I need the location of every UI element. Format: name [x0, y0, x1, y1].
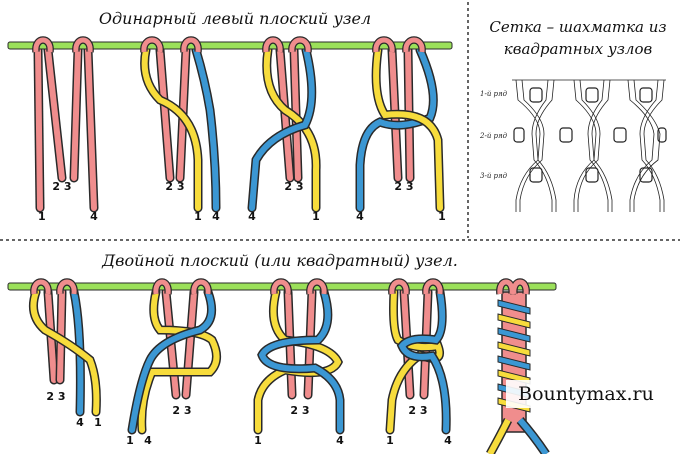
top-rod: [7, 36, 453, 53]
top-stage-3: [247, 45, 321, 213]
number-label: 2 3: [172, 404, 191, 417]
number-label: 1: [254, 434, 262, 447]
row-label-3: 3-й ряд: [480, 172, 508, 180]
number-label: 2 3: [52, 180, 71, 193]
number-label: 4: [248, 210, 256, 223]
top-numbers: 1 2 3 4 1 2 3 4 4 2 3 1 4 2 3 1: [38, 180, 446, 223]
top-stage-1: [33, 45, 99, 213]
number-label: 4: [444, 434, 452, 447]
number-label: 1: [312, 210, 320, 223]
bottom-rod: [7, 278, 557, 295]
title-net-line-2: квадратных узлов: [504, 40, 653, 58]
title-double-knot: Двойной плоский (или квадратный) узел.: [101, 251, 458, 270]
number-label: 4: [336, 434, 344, 447]
number-label: 1: [386, 434, 394, 447]
number-label: 4: [90, 210, 98, 223]
number-label: 2 3: [408, 404, 427, 417]
title-single-knot: Одинарный левый плоский узел: [99, 9, 371, 28]
number-label: 4: [144, 434, 152, 447]
top-stage-4: [355, 45, 445, 213]
bottom-stage-4: [385, 287, 451, 435]
bottom-stage-1: [29, 287, 101, 417]
bottom-stage-3: [253, 287, 345, 435]
net-illustration: [512, 79, 667, 212]
watermark: Bountymax.ru: [518, 383, 654, 405]
number-label: 1: [126, 434, 134, 447]
bottom-stage-2: [127, 287, 221, 435]
bottom-numbers: 2 3 4 1 1 4 2 3 1 2 3 4 1 2 3 4: [46, 390, 452, 447]
bottom-cords: [29, 287, 550, 454]
number-label: 1: [38, 210, 46, 223]
number-label: 1: [438, 210, 446, 223]
number-label: 2 3: [394, 180, 413, 193]
number-label: 2 3: [290, 404, 309, 417]
number-label: 2 3: [165, 180, 184, 193]
net-row-labels: 1-й ряд 2-й ряд 3-й ряд: [479, 90, 508, 180]
row-label-1: 1-й ряд: [480, 90, 508, 98]
row-label-2: 2-й ряд: [479, 132, 508, 140]
top-stage-2: [140, 45, 221, 213]
number-label: 2 3: [46, 390, 65, 403]
number-label: 4: [212, 210, 220, 223]
number-label: 1: [94, 416, 102, 429]
number-label: 1: [194, 210, 202, 223]
watermark-bg: [506, 380, 666, 408]
top-cords: [33, 45, 445, 213]
number-label: 4: [356, 210, 364, 223]
number-label: 4: [76, 416, 84, 429]
title-net-line-1: Сетка – шахматка из: [489, 18, 666, 36]
number-label: 2 3: [284, 180, 303, 193]
bottom-stage-5-sinnet: [486, 291, 550, 454]
